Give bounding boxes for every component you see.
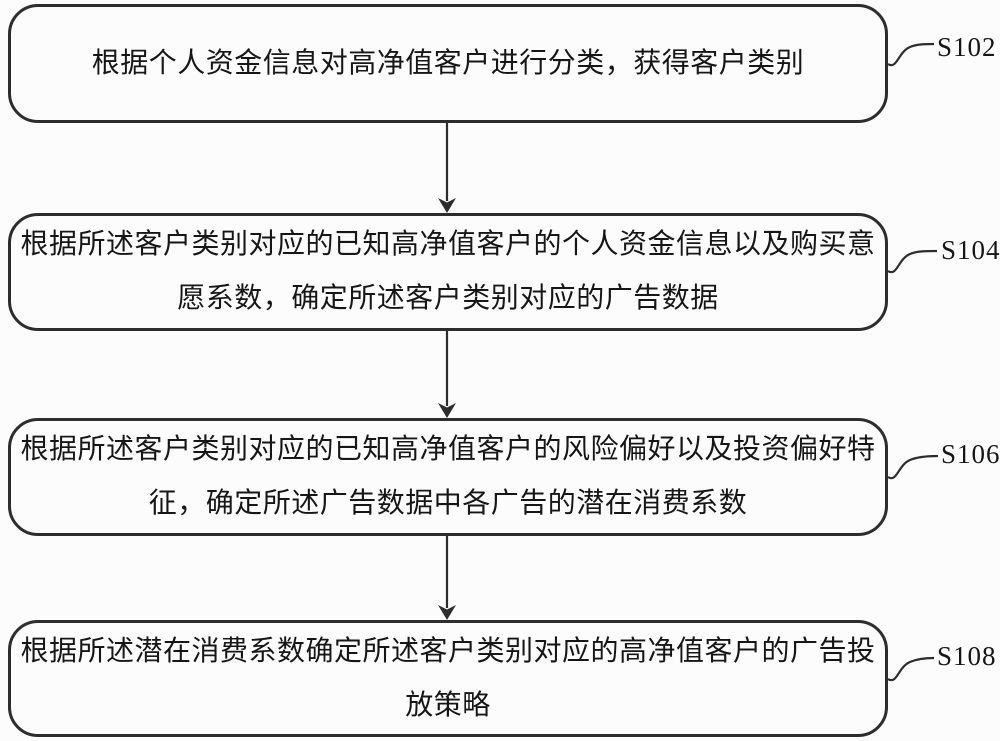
step-text-line: 根据所述客户类别对应的已知高净值客户的风险偏好以及投资偏好特 <box>20 434 876 465</box>
reference-connector-curve <box>887 249 938 274</box>
step-text-line: 根据个人资金信息对高净值客户进行分类，获得客户类别 <box>91 47 805 79</box>
reference-connector-curve <box>887 454 939 480</box>
step-label-s108: S108 <box>937 641 997 671</box>
step-text-line: 根据所述客户类别对应的已知高净值客户的个人资金信息以及购买意 <box>20 229 876 260</box>
step-box-s106: 根据所述客户类别对应的已知高净值客户的风险偏好以及投资偏好特 征，确定所述广告数… <box>8 418 888 536</box>
step-text-line: 放策略 <box>405 689 491 721</box>
step-label-s106: S106 <box>941 439 1000 469</box>
step-text-line: 愿系数，确定所述客户类别对应的广告数据 <box>177 283 719 314</box>
arrow-down-icon <box>438 536 456 620</box>
reference-connector-curve <box>887 42 935 67</box>
arrow-down-icon <box>438 123 456 213</box>
step-box-s102: 根据个人资金信息对高净值客户进行分类，获得客户类别 <box>8 4 888 123</box>
step-label-s102: S102 <box>937 32 997 62</box>
step-text-line: 征，确定所述广告数据中各广告的潜在消费系数 <box>148 488 748 519</box>
step-label-s104: S104 <box>941 235 1000 265</box>
reference-connector-curve <box>887 656 935 682</box>
step-text-line: 根据所述潜在消费系数确定所述客户类别对应的高净值客户的广告投 <box>20 635 876 667</box>
step-box-s108: 根据所述潜在消费系数确定所述客户类别对应的高净值客户的广告投 放策略 <box>8 620 888 737</box>
step-box-s104: 根据所述客户类别对应的已知高净值客户的个人资金信息以及购买意 愿系数，确定所述客… <box>8 213 888 331</box>
arrow-down-icon <box>438 331 456 418</box>
